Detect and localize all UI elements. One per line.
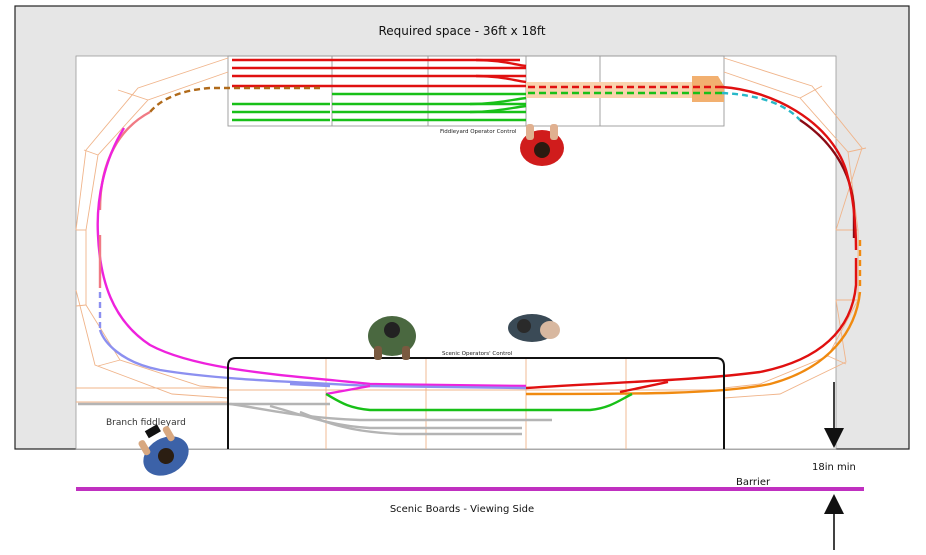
required-space-label: Required space - 36ft x 18ft [378,24,545,38]
track-brown-dashed [149,86,320,113]
clearance-label: 18in min [812,462,856,473]
track-red-outer [525,85,858,390]
scenic-operator-well [227,357,725,449]
viewing-side-label: Scenic Boards - Viewing Side [390,504,534,515]
branch-fiddleyard-label: Branch fiddleyard [106,418,186,428]
operator-figure-icon [368,316,416,360]
operator-figure-icon [138,424,189,476]
track-blue-inner [98,329,527,390]
track-green-loop [325,392,633,412]
track-orange-crossover [619,380,669,394]
arrow-down-icon [824,382,844,448]
track-teal-dashed [721,91,801,121]
track-magenta-outer [96,127,527,388]
fiddleyard-green-sidings [232,92,527,122]
fiddleyard-control-label: Fiddleyard Operator Control [440,129,517,135]
arrow-up-icon [824,494,844,550]
operator-figure-icon [520,124,564,166]
operator-figure-icon [508,314,560,342]
branch-fiddleyard-tracks [78,402,552,436]
fiddleyard-end-block [692,76,724,102]
fiddleyard-red-sidings [232,58,527,88]
track-magenta-crossover [325,384,371,396]
track-orange-outer [525,291,862,396]
barrier-label: Barrier [736,477,771,488]
track-blue-crossover [289,382,331,388]
baseboard-area [75,55,837,450]
scenic-control-label: Scenic Operators' Control [442,351,513,357]
